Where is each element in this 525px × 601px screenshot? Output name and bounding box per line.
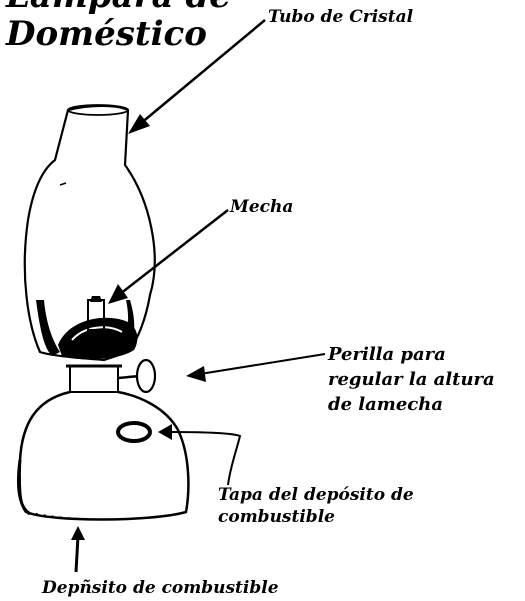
arrow-tubo: [139, 19, 266, 125]
arrow-deposito: [74, 535, 80, 573]
arrow-perilla: [199, 353, 326, 375]
label-tubo-de-cristal: Tubo de Cristal: [268, 7, 414, 27]
label-tapa-line-1: Tapa del depósito de: [218, 485, 414, 505]
label-tapa: Tapa del depósito de combustible: [218, 484, 414, 528]
diagram-title-line-1: Lámpara de: [6, 0, 231, 16]
fuel-tank: [18, 390, 190, 521]
arrow-tapa: [169, 431, 242, 486]
label-perilla-line-3: de lamecha: [328, 394, 444, 415]
label-perilla-line-1: Perilla para: [328, 344, 446, 365]
chimney-shading: [36, 300, 60, 356]
filler-cap: [116, 421, 152, 443]
label-perilla-line-2: regular la altura: [328, 369, 495, 390]
label-tapa-line-2: combustible: [218, 507, 335, 527]
lamp-neck: [69, 365, 119, 393]
burner-collar: [58, 317, 138, 360]
diagram-title-line-2: Doméstico: [6, 14, 207, 54]
wick-knob: [135, 358, 157, 394]
label-deposito: Depñsito de combustible: [42, 578, 279, 598]
label-mecha: Mecha: [230, 197, 294, 217]
glass-chimney: [23, 104, 156, 362]
label-perilla: Perilla para regular la altura de lamech…: [328, 342, 495, 417]
chimney-top-rim: [67, 104, 129, 116]
arrow-mecha: [119, 209, 229, 295]
